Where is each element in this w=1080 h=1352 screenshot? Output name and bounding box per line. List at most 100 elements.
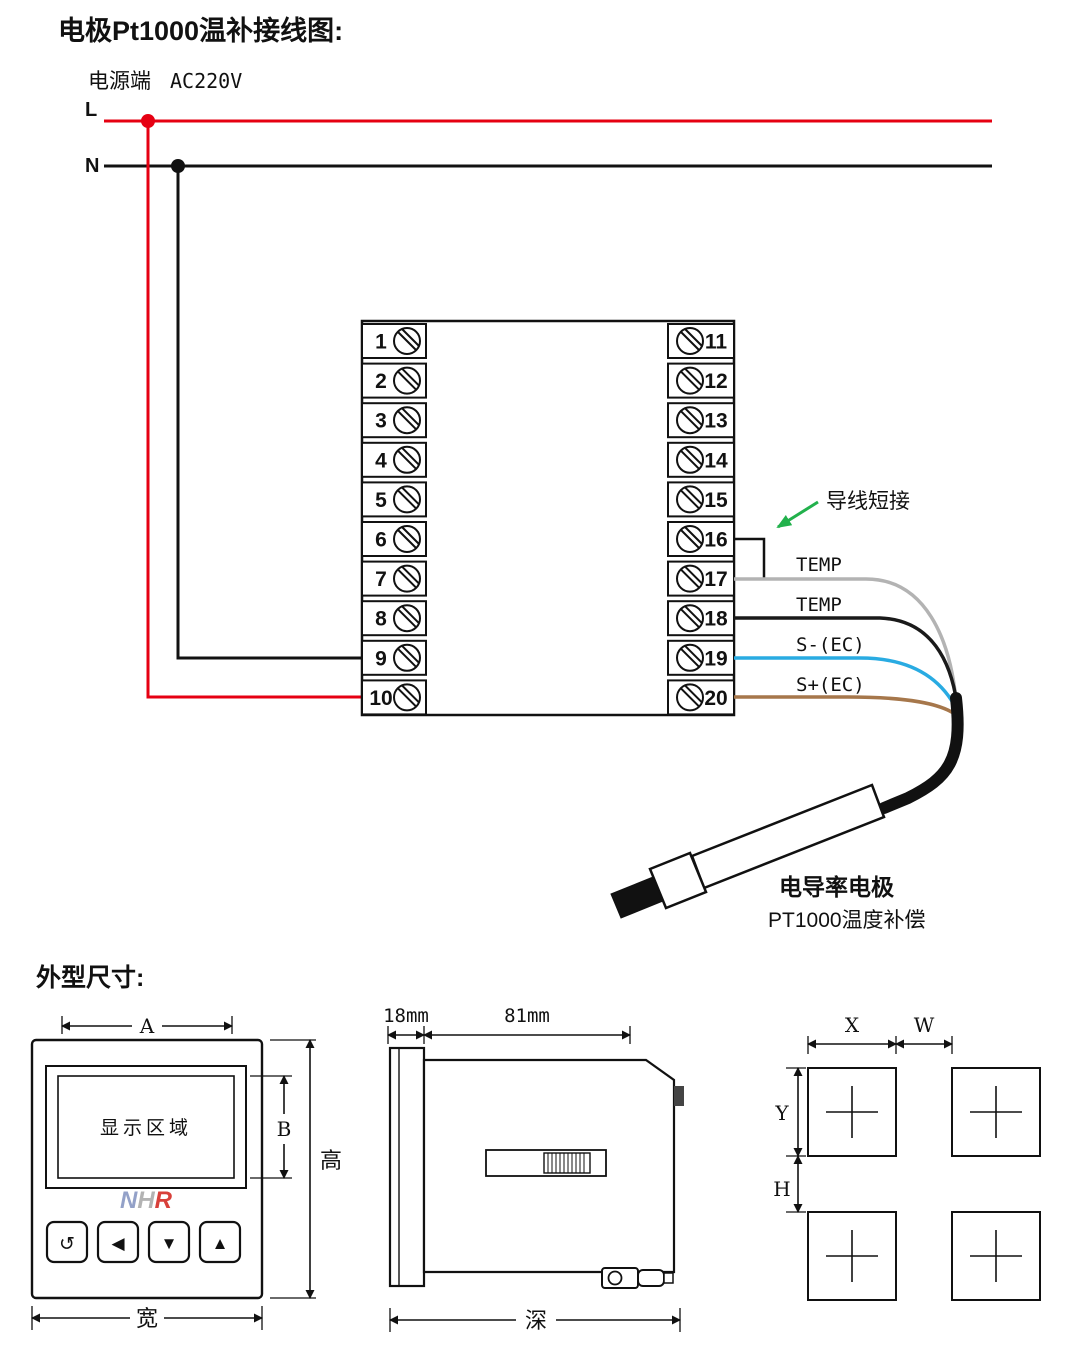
probe-body <box>690 783 886 890</box>
outline-title: 外型尺寸: <box>36 963 144 992</box>
terminal-number: 1 <box>375 331 387 354</box>
front-view: 显示区域 NHR ↺ ◀ ▼ ▲ A B <box>30 1014 342 1331</box>
dim-depth: 深 <box>389 1308 681 1333</box>
wire-label-s-minus: S-(EC) <box>796 634 865 656</box>
wiring-title: 电极Pt1000温补接线图: <box>58 16 343 46</box>
side-bezel <box>388 1046 426 1288</box>
terminal-number: 20 <box>704 687 727 710</box>
sensor-wire-labels: TEMP TEMP S-(EC) S+(EC) <box>796 554 865 696</box>
display-label: 显示区域 <box>100 1117 192 1139</box>
terminal-18: 18 <box>667 600 735 637</box>
jumper-label: 导线短接 <box>826 490 910 513</box>
dim-height-label: 高 <box>320 1148 342 1173</box>
neutral-feed-wire <box>176 166 362 660</box>
dim-b: B <box>250 1075 292 1179</box>
n-label: N <box>85 155 99 177</box>
dim-h-label: H <box>773 1177 790 1201</box>
terminal-number: 17 <box>704 568 727 591</box>
electrode-probe <box>610 692 964 919</box>
terminal-19: 19 <box>667 639 735 676</box>
dim-18mm-label: 18mm <box>383 1005 429 1027</box>
terminal-17: 17 <box>667 560 735 597</box>
left-arrow-icon: ◀ <box>111 1234 125 1253</box>
wire-label-temp-1: TEMP <box>796 554 842 576</box>
up-button <box>198 1220 242 1264</box>
terminal-number: 8 <box>375 608 387 631</box>
dim-x: X <box>807 1013 953 1054</box>
hatch-lines <box>547 1153 585 1173</box>
jumper-callout: 导线短接 <box>776 490 910 529</box>
dim-width-label: 宽 <box>136 1306 158 1331</box>
terminal-16: 16 <box>667 521 735 557</box>
terminal-number: 13 <box>704 410 727 433</box>
terminal-3: 3 <box>361 402 427 439</box>
brand-logo: NHR <box>120 1187 173 1214</box>
terminal-number: 2 <box>375 370 387 393</box>
terminal-number: 9 <box>375 647 387 670</box>
terminal-number: 7 <box>375 568 387 591</box>
side-view: 18mm 81mm 深 <box>383 1005 684 1333</box>
back-icon: ↺ <box>59 1234 75 1255</box>
dim-a: A <box>61 1014 233 1038</box>
logo-n: N <box>120 1187 138 1214</box>
power-label: 电源端 <box>88 70 151 93</box>
terminal-15: 15 <box>667 481 735 518</box>
dim-b-label: B <box>277 1117 292 1141</box>
wire-label-s-plus: S+(EC) <box>796 674 865 696</box>
terminal-13: 13 <box>667 402 735 439</box>
dim-w: W <box>895 1013 953 1049</box>
display-screen <box>57 1075 235 1179</box>
terminal-14: 14 <box>667 441 735 478</box>
terminal-11: 11 <box>667 323 735 359</box>
wire-s-plus <box>734 695 956 716</box>
wire-temp-2 <box>734 616 959 705</box>
side-mount-tab <box>674 1086 684 1106</box>
terminal-number: 6 <box>375 529 387 552</box>
terminal-number: 11 <box>705 331 728 354</box>
side-slot-hatch <box>543 1152 591 1174</box>
dim-h: H <box>773 1155 806 1213</box>
dim-x-label: X <box>845 1013 860 1037</box>
terminal-number: 14 <box>704 449 728 472</box>
jumper-wire <box>734 537 766 581</box>
dim-y: Y <box>774 1067 806 1157</box>
green-arrow-icon <box>776 500 819 529</box>
front-buttons: ↺ ◀ ▼ ▲ <box>45 1220 242 1264</box>
terminal-number: 4 <box>375 449 387 472</box>
dim-81mm-label: 81mm <box>504 1005 550 1027</box>
terminal-6: 6 <box>361 521 427 557</box>
wire-label-temp-2: TEMP <box>796 594 842 616</box>
terminal-2: 2 <box>361 362 427 399</box>
dim-w-label: W <box>914 1013 935 1037</box>
terminal-12: 12 <box>667 362 735 399</box>
dim-depth-label: 深 <box>525 1308 547 1333</box>
line-l: L <box>85 99 992 128</box>
center-crosses <box>826 1086 1022 1282</box>
line-n: N <box>85 155 992 177</box>
terminal-number: 3 <box>375 410 387 433</box>
terminal-1: 1 <box>361 323 427 359</box>
dim-y-label: Y <box>774 1101 789 1125</box>
terminal-7: 7 <box>361 560 427 597</box>
terminal-column-left: 1 2 3 4 5 6 7 8 9 10 <box>361 323 427 716</box>
probe-subtitle: PT1000温度补偿 <box>768 909 926 932</box>
back-button <box>45 1220 89 1264</box>
terminal-9: 9 <box>361 639 427 676</box>
terminal-number: 10 <box>369 687 392 710</box>
terminal-5: 5 <box>361 481 427 518</box>
probe-title: 电导率电极 <box>779 874 894 900</box>
probe-tip <box>610 876 664 919</box>
terminal-number: 15 <box>704 489 728 512</box>
terminal-20: 20 <box>667 679 735 716</box>
logo-r: R <box>155 1187 173 1214</box>
power-voltage: AC220V <box>170 69 242 93</box>
up-arrow-icon: ▲ <box>212 1234 229 1253</box>
terminal-number: 5 <box>375 489 387 512</box>
live-feed-wire <box>146 121 362 699</box>
gland-screw-icon <box>607 1270 623 1286</box>
terminal-number: 12 <box>704 370 727 393</box>
l-label: L <box>85 99 97 121</box>
